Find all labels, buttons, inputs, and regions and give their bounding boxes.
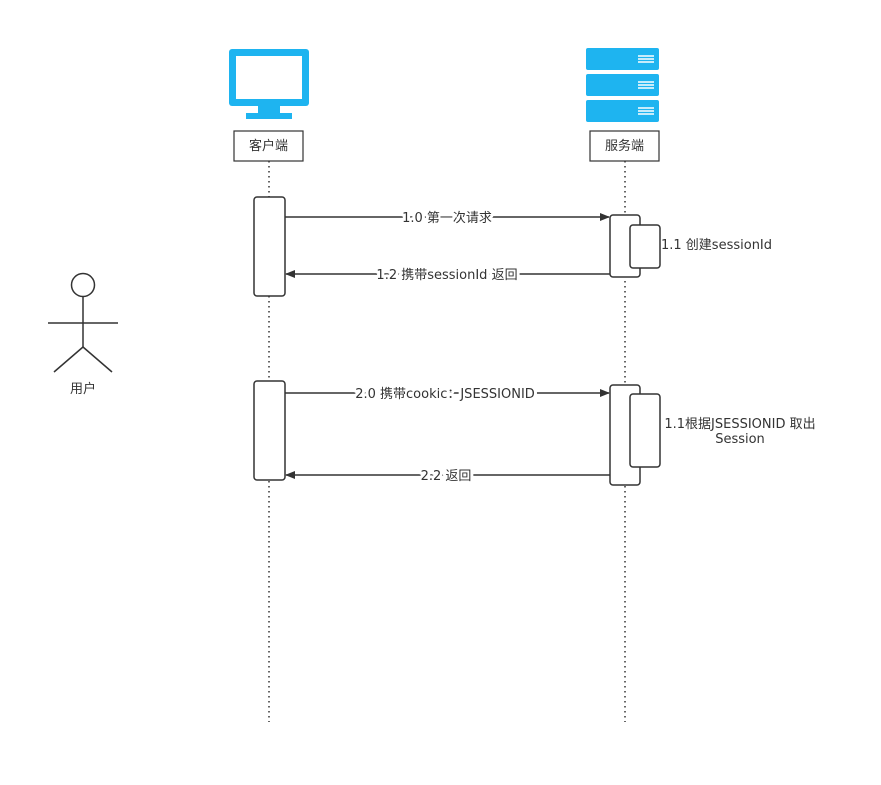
client-label: 客户端 (249, 138, 288, 154)
server-stack-icon (586, 48, 659, 122)
stick-figure-icon (48, 272, 118, 373)
monitor-icon (229, 49, 309, 119)
server-participant: 服务端 (589, 130, 660, 162)
server-label: 服务端 (605, 138, 644, 154)
self-message-label-2-1-line1: 1.1根据JSESSIONID 取出 (664, 417, 815, 432)
client-participant: 客户端 (233, 130, 304, 162)
server-self-activation-2 (629, 393, 661, 468)
self-message-label-2-1-line2: Session (715, 432, 765, 447)
client-activation-1 (253, 196, 286, 297)
self-message-label-1-1: 1.1 创建sessionId (661, 238, 772, 253)
message-label-2-2: 2.2 返回 (421, 469, 472, 484)
message-label-1-2: 1.2 携带sessionId 返回 (376, 267, 517, 283)
client-activation-2 (253, 380, 286, 481)
message-label-2-0: 2.0 携带cookic：JSESSIONID (355, 386, 535, 402)
server-self-activation-1 (629, 224, 661, 269)
actor-label: 用户 (70, 381, 96, 397)
message-label-1-0: 1.0 第一次请求 (402, 210, 492, 226)
